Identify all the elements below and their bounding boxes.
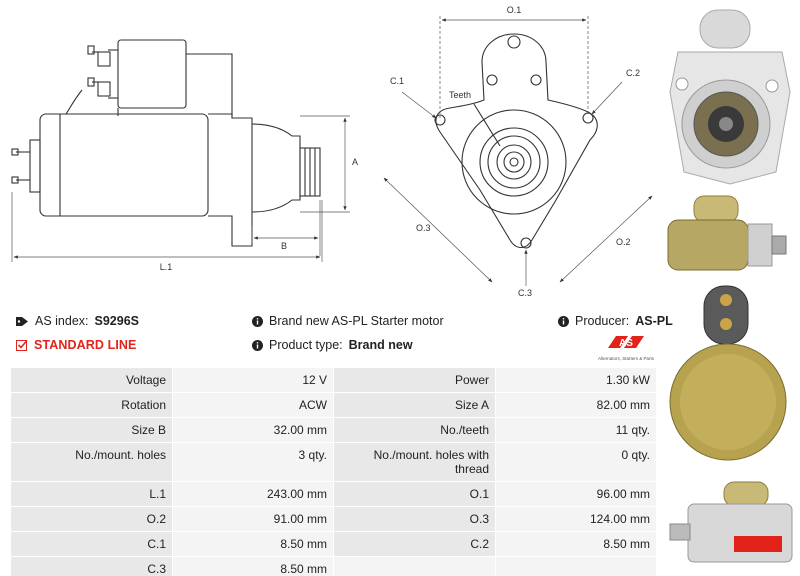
dim-label-l1: L.1 bbox=[160, 262, 173, 272]
as-index-value: S9296S bbox=[94, 314, 139, 328]
product-photo-rear bbox=[664, 284, 796, 472]
spec-value: 82.00 mm bbox=[495, 392, 657, 418]
table-row: O.2 91.00 mm O.3 124.00 mm bbox=[10, 506, 657, 532]
front-view-dimensions bbox=[439, 16, 589, 118]
spec-label: No./mount. holes bbox=[10, 442, 173, 482]
brand-text: Brand new AS-PL Starter motor bbox=[269, 314, 444, 328]
table-row: Voltage 12 V Power 1.30 kW bbox=[10, 367, 657, 393]
product-photo-side bbox=[664, 190, 796, 280]
spec-value: 243.00 mm bbox=[172, 481, 334, 507]
spec-value: 96.00 mm bbox=[495, 481, 657, 507]
as-pl-logo: AS Alternators, Starters & Parts bbox=[594, 334, 658, 361]
product-type-value: Brand new bbox=[348, 338, 413, 352]
info-icon bbox=[252, 315, 263, 327]
spec-value: 8.50 mm bbox=[495, 531, 657, 557]
dim-label-teeth: Teeth bbox=[449, 90, 471, 100]
spec-value: 8.50 mm bbox=[172, 556, 334, 576]
spec-value: 0 qty. bbox=[495, 442, 657, 482]
spec-label: Size A bbox=[333, 392, 496, 418]
spec-empty-cell bbox=[495, 556, 657, 576]
dim-label-c3: C.3 bbox=[518, 288, 532, 298]
brand-row: Brand new AS-PL Starter motor bbox=[252, 314, 444, 328]
table-row: Size B 32.00 mm No./teeth 11 qty. bbox=[10, 417, 657, 443]
spec-label: C.1 bbox=[10, 531, 173, 557]
front-view-drawing bbox=[434, 33, 598, 249]
spec-label: O.1 bbox=[333, 481, 496, 507]
spec-label: O.3 bbox=[333, 506, 496, 532]
product-photo-front bbox=[664, 6, 796, 186]
as-index-row: AS index: S9296S bbox=[16, 314, 139, 328]
spec-label: C.3 bbox=[10, 556, 173, 576]
spec-label: C.2 bbox=[333, 531, 496, 557]
dim-label-c2: C.2 bbox=[626, 68, 640, 78]
product-type-row: Product type: Brand new bbox=[252, 338, 413, 352]
info-icon bbox=[252, 339, 263, 351]
table-row: C.3 8.50 mm bbox=[10, 556, 657, 576]
spec-value: 11 qty. bbox=[495, 417, 657, 443]
spec-value: ACW bbox=[172, 392, 334, 418]
spec-label: No./teeth bbox=[333, 417, 496, 443]
spec-label: Rotation bbox=[10, 392, 173, 418]
spec-label: Size B bbox=[10, 417, 173, 443]
standard-line-row: STANDARD LINE bbox=[16, 338, 136, 352]
spec-table: Voltage 12 V Power 1.30 kW Rotation ACW … bbox=[10, 367, 657, 576]
producer-row: Producer: AS-PL bbox=[558, 314, 673, 328]
table-row: No./mount. holes 3 qty. No./mount. holes… bbox=[10, 442, 657, 482]
logo-tagline: Alternators, Starters & Parts bbox=[597, 356, 655, 361]
spec-value: 12 V bbox=[172, 367, 334, 393]
dim-label-o3: O.3 bbox=[416, 223, 431, 233]
dim-label-o1: O.1 bbox=[507, 5, 522, 15]
spec-value: 3 qty. bbox=[172, 442, 334, 482]
producer-label: Producer: bbox=[575, 314, 630, 328]
producer-value: AS-PL bbox=[635, 314, 673, 328]
standard-line-label: STANDARD LINE bbox=[34, 338, 137, 352]
side-view-drawing bbox=[11, 39, 321, 247]
spec-value: 91.00 mm bbox=[172, 506, 334, 532]
logo-mark-text: AS bbox=[619, 338, 633, 349]
spec-label: Voltage bbox=[10, 367, 173, 393]
dim-label-o2: O.2 bbox=[616, 237, 631, 247]
tag-icon bbox=[16, 316, 29, 327]
spec-label: Power bbox=[333, 367, 496, 393]
spec-empty-cell bbox=[333, 556, 496, 576]
spec-label: O.2 bbox=[10, 506, 173, 532]
spec-value: 124.00 mm bbox=[495, 506, 657, 532]
spec-label: No./mount. holes with thread bbox=[333, 442, 496, 482]
technical-drawing: A B L.1 O.1 O.2 O.3 C.1 C.2 C.3 Teeth bbox=[11, 5, 653, 298]
spec-value: 32.00 mm bbox=[172, 417, 334, 443]
spec-value: 8.50 mm bbox=[172, 531, 334, 557]
spec-value: 1.30 kW bbox=[495, 367, 657, 393]
checkbox-icon bbox=[16, 339, 28, 351]
as-index-label: AS index: bbox=[35, 314, 89, 328]
table-row: Rotation ACW Size A 82.00 mm bbox=[10, 392, 657, 418]
product-photo-box bbox=[664, 476, 796, 572]
spec-label: L.1 bbox=[10, 481, 173, 507]
product-type-label: Product type: bbox=[269, 338, 343, 352]
dim-label-b: B bbox=[281, 241, 287, 251]
table-row: L.1 243.00 mm O.1 96.00 mm bbox=[10, 481, 657, 507]
table-row: C.1 8.50 mm C.2 8.50 mm bbox=[10, 531, 657, 557]
side-view-dimensions bbox=[11, 115, 350, 262]
dim-label-a: A bbox=[352, 157, 358, 167]
dim-label-c1: C.1 bbox=[390, 76, 404, 86]
as-logo-mark: AS bbox=[608, 336, 644, 349]
info-icon bbox=[558, 315, 569, 327]
